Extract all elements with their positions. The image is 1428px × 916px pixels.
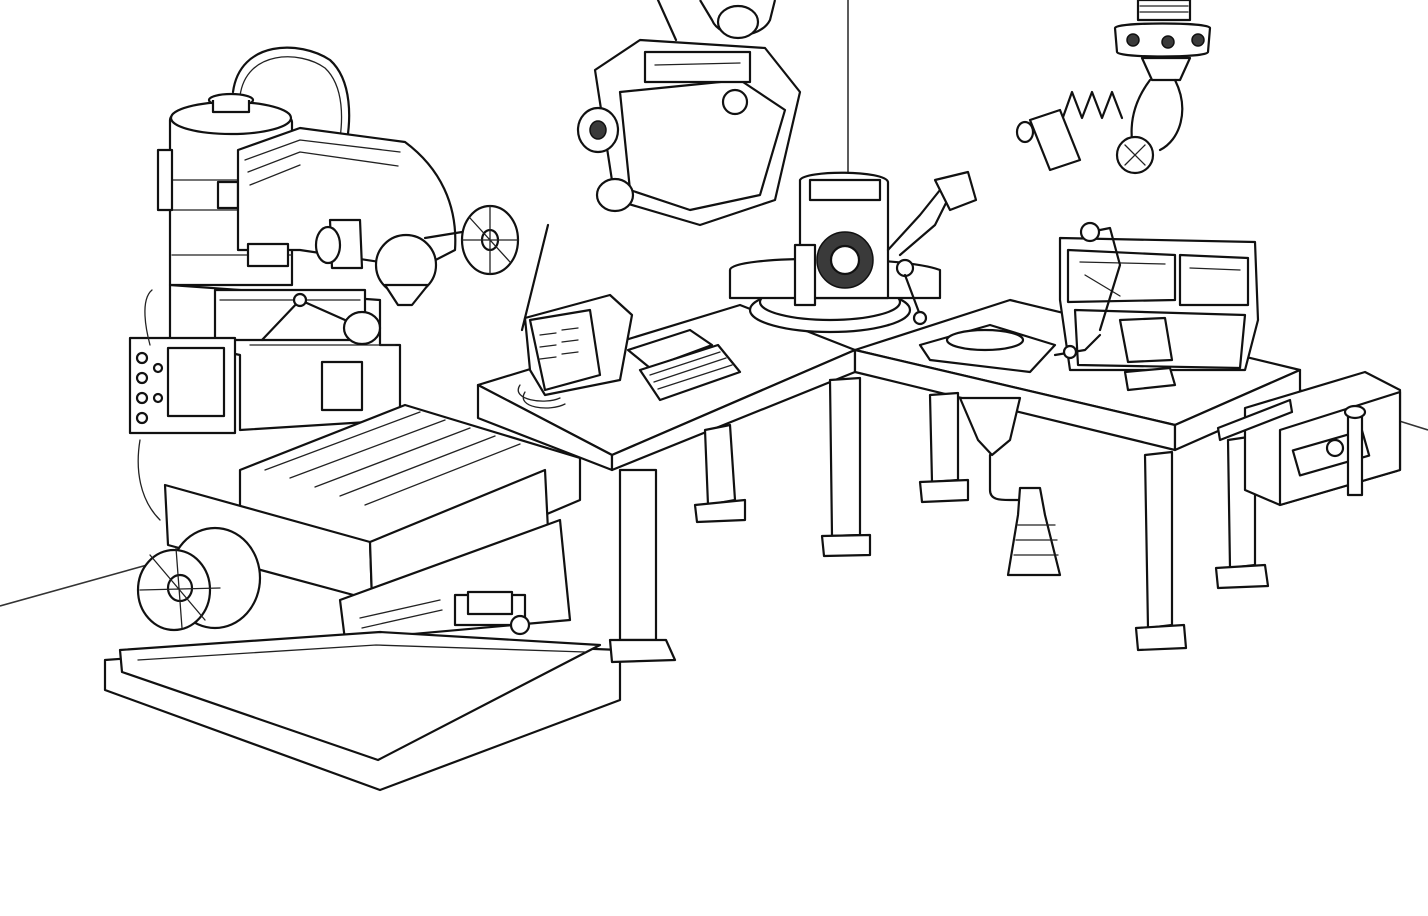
milling-machine [105,48,620,790]
l-shaped-workbench [478,300,1400,662]
hanging-robot-arm [1017,0,1210,173]
turntable-robot [730,172,976,332]
hanging-sensor-pod [578,0,800,225]
workstation-console [920,223,1258,575]
radio-terminal [518,225,740,408]
